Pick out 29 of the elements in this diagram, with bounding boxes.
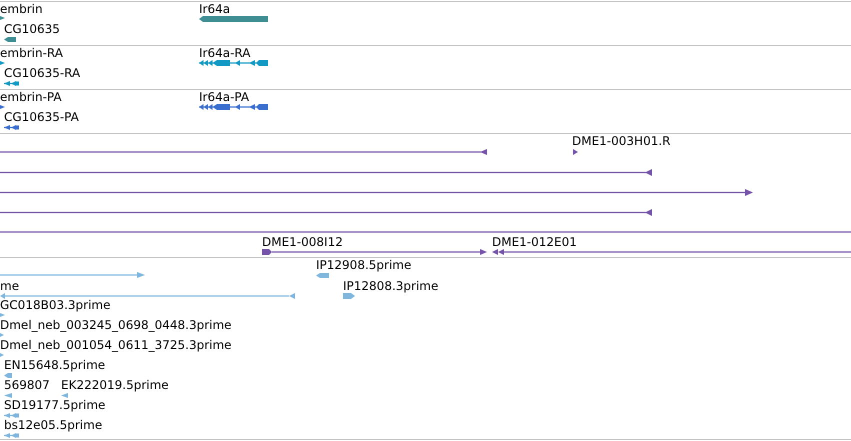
read-line bbox=[0, 149, 487, 155]
feature-label: Dmel_neb_003245_0698_0448.3prime bbox=[0, 318, 232, 332]
feature-label: CG10635-RA bbox=[4, 66, 80, 80]
feature-label: Ir64a-PA bbox=[199, 90, 250, 104]
feature-label: SD19177.5prime bbox=[4, 398, 106, 412]
feature-label: DME1-012E01 bbox=[492, 235, 577, 249]
feature-label: CG10635-PA bbox=[4, 110, 79, 124]
feature-label: bs12e05.5prime bbox=[4, 418, 102, 432]
feature-label: 569807 bbox=[4, 378, 50, 392]
read-line bbox=[0, 169, 652, 176]
feature-label: me bbox=[0, 279, 20, 293]
feature-label: EK222019.5prime bbox=[61, 378, 169, 392]
feature-label: GC018B03.3prime bbox=[0, 298, 110, 312]
feature-label: CG10635 bbox=[4, 22, 60, 36]
read-line bbox=[0, 209, 652, 216]
feature-label: EN15648.5prime bbox=[4, 358, 106, 372]
read-line bbox=[0, 272, 145, 278]
read-line bbox=[0, 189, 753, 196]
feature-label: Ir64a-RA bbox=[199, 46, 250, 60]
feature-label: DME1-003H01.R bbox=[572, 134, 670, 148]
read-line bbox=[0, 230, 851, 234]
feature-label: embrin-PA bbox=[0, 90, 62, 104]
feature-label: IP12908.5prime bbox=[316, 258, 412, 272]
feature-label: embrin-RA bbox=[0, 46, 63, 60]
feature-label: Dmel_neb_001054_0611_3725.3prime bbox=[0, 338, 232, 352]
feature-label: embrin bbox=[0, 2, 43, 16]
feature-label: IP12808.3prime bbox=[343, 279, 438, 293]
feature-label: Ir64a bbox=[199, 2, 230, 16]
feature-label: DME1-008I12 bbox=[262, 235, 343, 249]
